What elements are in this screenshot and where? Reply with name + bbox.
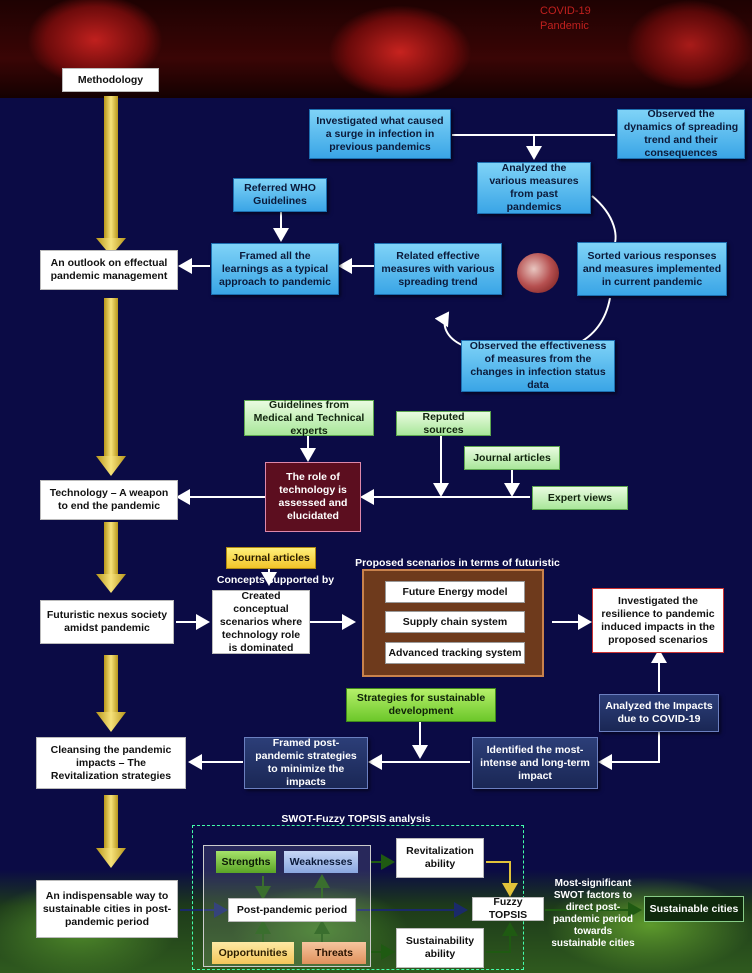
reputed-sources-box: Reputed sources xyxy=(396,411,491,436)
framed-strategies-box: Framed post-pandemic strategies to minim… xyxy=(244,737,368,789)
sustainable-cities-box: Sustainable cities xyxy=(644,896,744,922)
sorted-responses-box: Sorted various responses and measures im… xyxy=(577,242,727,296)
gold-down-arrow-3 xyxy=(96,522,126,593)
resilience-box: Investigated the resilience to pandemic … xyxy=(592,588,724,653)
methodology-box: Methodology xyxy=(62,68,159,92)
gold-down-arrow-2 xyxy=(96,298,126,476)
opportunities-box: Opportunities xyxy=(212,942,294,964)
technology-weapon-box: Technology – A weapon to end the pandemi… xyxy=(40,480,178,520)
revitalization-to-fuzzy-connector xyxy=(486,861,518,897)
observed-dynamics-box: Observed the dynamics of spreading trend… xyxy=(617,108,745,159)
framed-learnings-box: Framed all the learnings as a typical ap… xyxy=(211,243,339,295)
technology-connectors xyxy=(176,436,530,505)
revitalization-ability-box: Revitalization ability xyxy=(396,838,484,878)
referred-who-box: Referred WHO Guidelines xyxy=(233,178,327,212)
related-measures-box: Related effective measures with various … xyxy=(374,243,502,295)
swot-green-connectors xyxy=(255,854,642,960)
investigated-surge-box: Investigated what caused a surge in infe… xyxy=(309,109,451,159)
fuzzy-topsis-box: Fuzzy TOPSIS xyxy=(472,896,544,921)
most-significant-label: Most-significant SWOT factors to direct … xyxy=(551,878,635,949)
cleansing-impacts-box: Cleansing the pandemic impacts – The Rev… xyxy=(36,737,186,789)
analyzed-measures-box: Analyzed the various measures from past … xyxy=(477,162,591,214)
post-pandemic-box: Post-pandemic period xyxy=(228,898,356,922)
virus-icon xyxy=(517,253,559,293)
swot-title: SWOT-Fuzzy TOPSIS analysis xyxy=(281,813,431,825)
guidelines-experts-box: Guidelines from Medical and Technical ex… xyxy=(244,399,374,437)
threats-box: Threats xyxy=(302,942,366,964)
supply-chain-box: Supply chain system xyxy=(385,611,525,633)
identified-impact-box: Identified the most-intense and long-ter… xyxy=(472,737,598,789)
created-scenarios-box: Created conceptual scenarios where techn… xyxy=(212,590,310,654)
technology-role-box: The role of technology is assessed and e… xyxy=(265,462,361,532)
future-energy-model-box: Future Energy model xyxy=(385,581,525,603)
concepts-supported-label: Concepts supported by xyxy=(216,574,335,586)
scenario-connectors xyxy=(176,568,667,770)
expert-views-box: Expert views xyxy=(532,486,628,510)
gold-down-arrow-4 xyxy=(96,655,126,732)
sustainable-strategies-box: Strategies for sustainable development xyxy=(346,688,496,722)
analyzed-impacts-box: Analyzed the Impacts due to COVID-19 xyxy=(599,694,719,732)
gold-down-arrow-5 xyxy=(96,795,126,868)
journal-articles-yellow-box: Journal articles xyxy=(226,547,316,569)
advanced-tracking-box: Advanced tracking system xyxy=(385,642,525,664)
futuristic-society-box: Futuristic nexus society amidst pandemic xyxy=(40,600,174,644)
weaknesses-box: Weaknesses xyxy=(284,851,358,873)
gold-down-arrow-1 xyxy=(96,96,126,256)
sustainability-ability-box: Sustainability ability xyxy=(396,928,484,968)
strengths-box: Strengths xyxy=(216,851,276,873)
outlook-box: An outlook on effectual pandemic managem… xyxy=(40,250,178,290)
observed-effectiveness-box: Observed the effectiveness of measures f… xyxy=(461,340,615,392)
indispensable-way-box: An indispensable way to sustainable citi… xyxy=(36,880,178,938)
banner-title: COVID-19 Pandemic xyxy=(540,5,591,32)
journal-articles-box: Journal articles xyxy=(464,446,560,470)
